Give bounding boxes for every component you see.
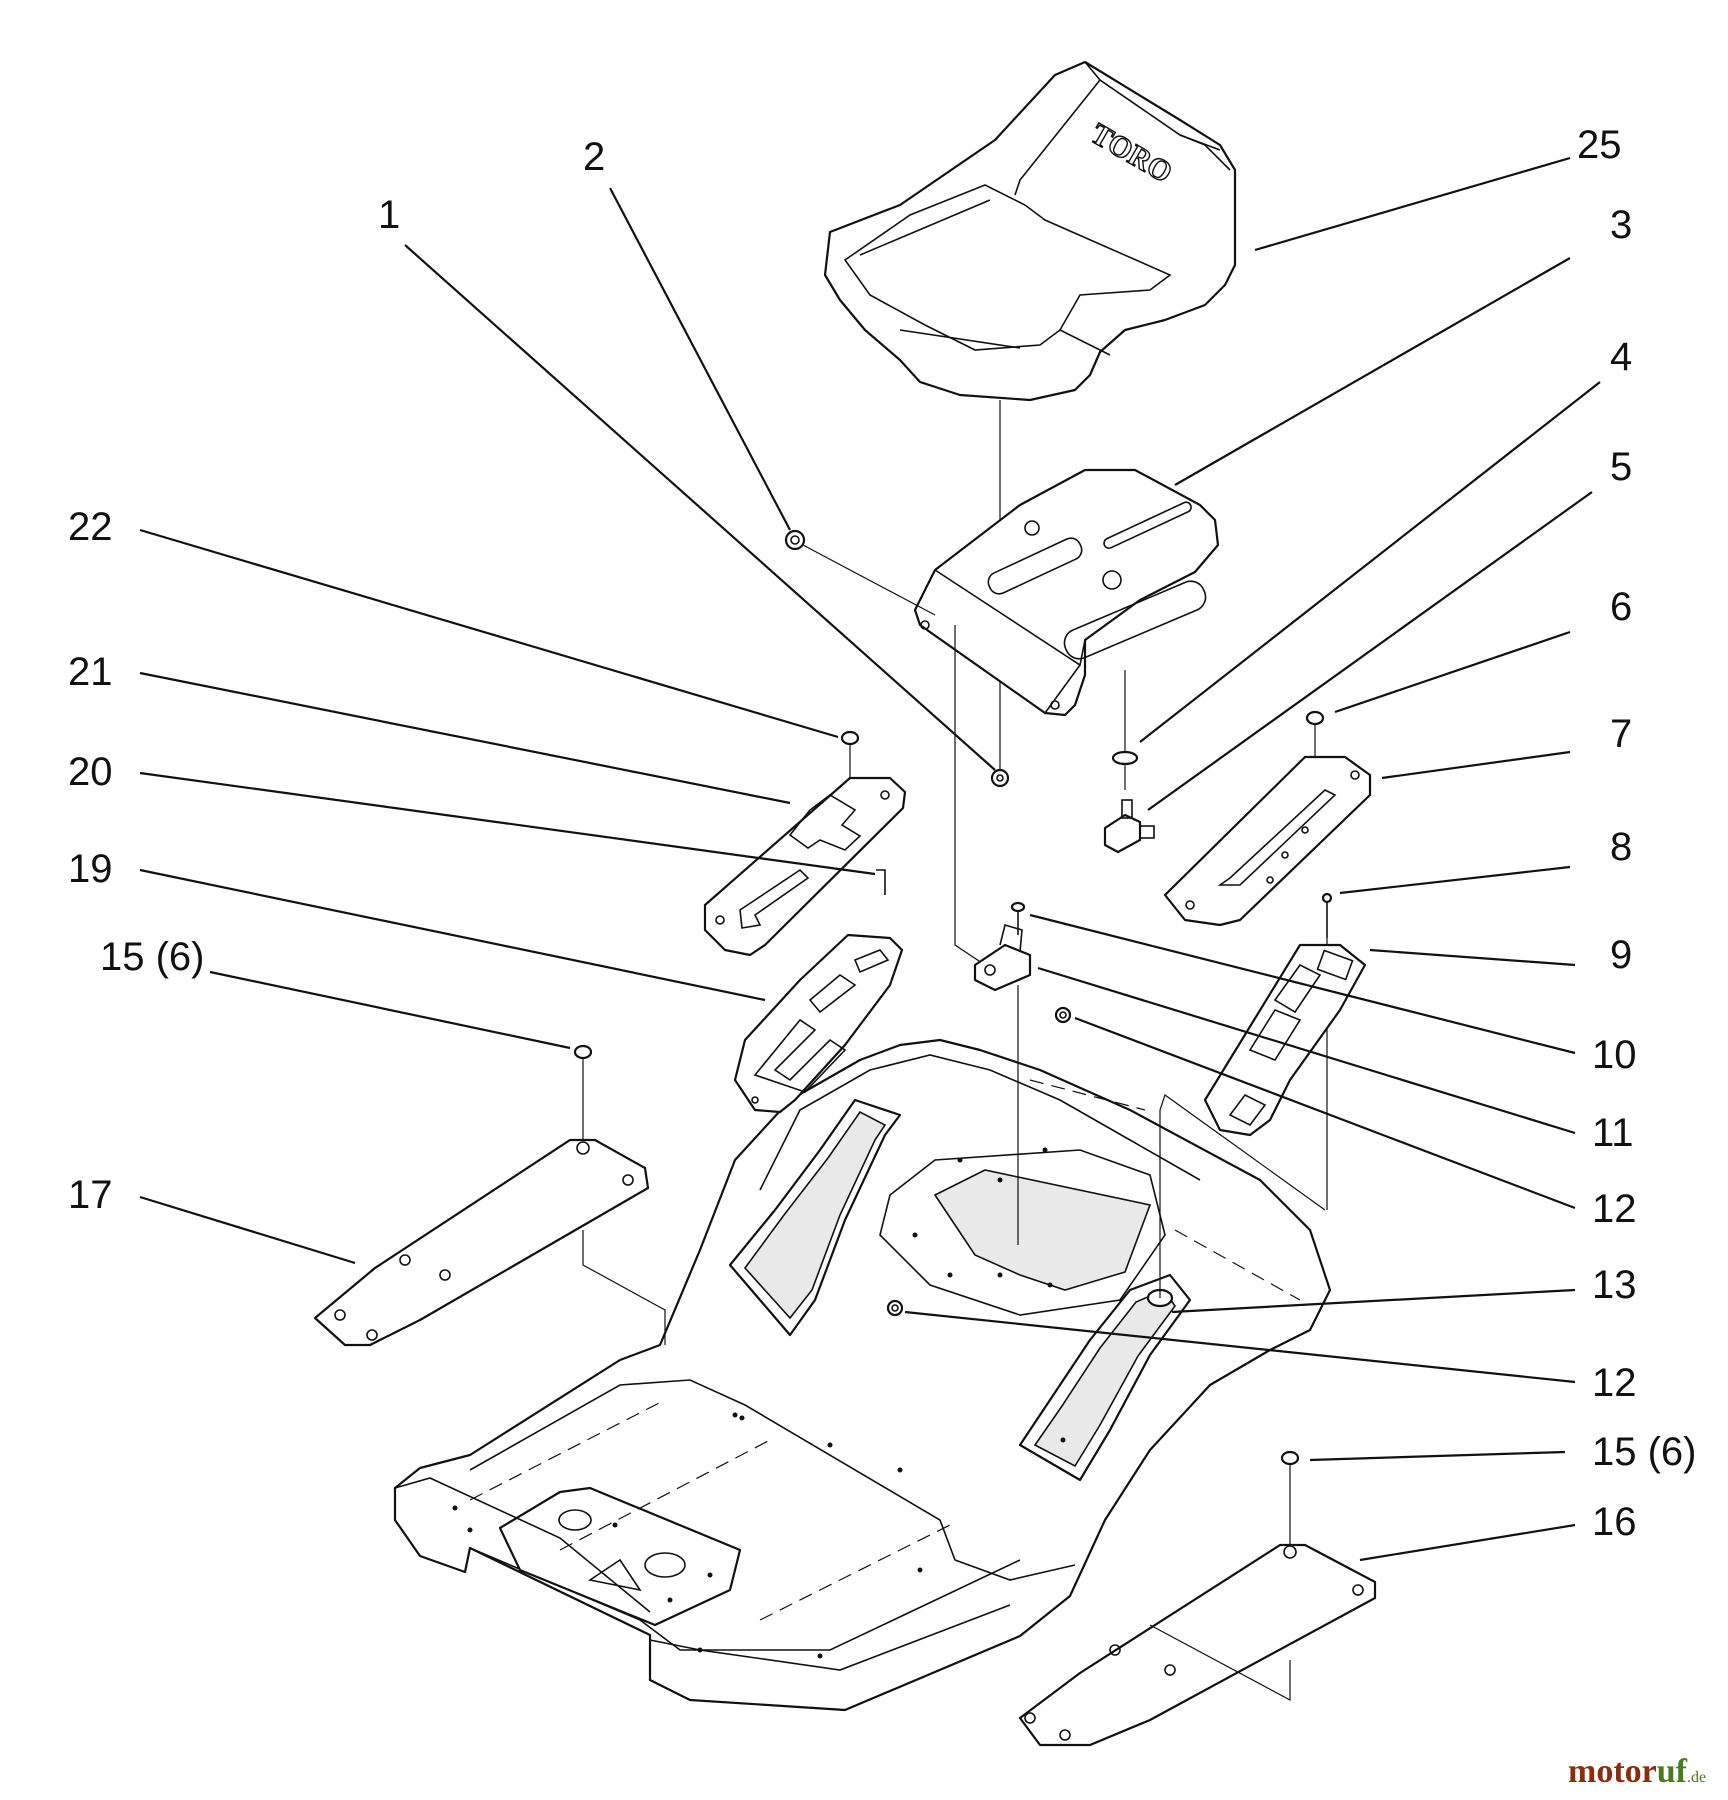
callout-15-left: 15 (6) bbox=[100, 935, 205, 979]
callout-20: 20 bbox=[68, 750, 113, 794]
svg-text:motoruf.de: motoruf.de bbox=[1568, 1753, 1706, 1790]
callout-16: 16 bbox=[1592, 1500, 1637, 1544]
part-6-cap bbox=[1305, 710, 1325, 760]
callout-11: 11 bbox=[1592, 1111, 1634, 1155]
part-2-nut bbox=[784, 529, 936, 616]
watermark-suffix: .de bbox=[1687, 1769, 1706, 1786]
part-7-plate bbox=[1163, 755, 1372, 927]
fender-chassis bbox=[393, 1038, 1332, 1712]
part-16-footplate bbox=[1018, 1543, 1377, 1747]
callout-3: 3 bbox=[1610, 203, 1632, 247]
callout-1: 1 bbox=[378, 193, 400, 237]
callout-12-lower: 12 bbox=[1592, 1361, 1637, 1405]
callout-19: 19 bbox=[68, 847, 113, 891]
part-9-insert bbox=[1203, 943, 1367, 1137]
callout-10: 10 bbox=[1592, 1033, 1637, 1077]
seat: TORO bbox=[823, 60, 1237, 402]
part-19-insert bbox=[733, 933, 904, 1114]
watermark-logo: motoruf.de bbox=[1568, 1753, 1706, 1790]
callout-4: 4 bbox=[1610, 335, 1632, 379]
callout-7: 7 bbox=[1610, 712, 1632, 756]
part-11-bracket bbox=[973, 923, 1032, 1245]
part-15-cap-left bbox=[573, 1044, 593, 1145]
callout-22: 22 bbox=[68, 505, 113, 549]
part-21-plate bbox=[703, 776, 907, 957]
watermark-part1: motor bbox=[1568, 1753, 1657, 1790]
callout-labels: 1 2 25 3 4 5 6 7 8 9 10 11 12 13 12 15 (… bbox=[68, 123, 1697, 1544]
part-8-screw bbox=[1321, 892, 1333, 1210]
callout-25: 25 bbox=[1577, 123, 1622, 167]
callout-9: 9 bbox=[1610, 933, 1632, 977]
callout-17: 17 bbox=[68, 1173, 113, 1217]
seat-pan bbox=[913, 468, 1220, 717]
callout-13: 13 bbox=[1592, 1263, 1637, 1307]
callout-21: 21 bbox=[68, 650, 113, 694]
watermark-part2: uf bbox=[1657, 1753, 1688, 1790]
part-5-switch bbox=[1103, 799, 1155, 854]
part-20-clip bbox=[876, 869, 886, 895]
callout-5: 5 bbox=[1610, 445, 1632, 489]
part-13-hole bbox=[1146, 1110, 1174, 1308]
callout-6: 6 bbox=[1610, 585, 1632, 629]
part-12-lower-nut bbox=[886, 1299, 904, 1317]
leader-lines bbox=[139, 156, 1601, 1562]
callout-12-upper: 12 bbox=[1592, 1187, 1637, 1231]
part-17-footplate bbox=[313, 1138, 666, 1347]
part-12-nut bbox=[1054, 1006, 1072, 1024]
callout-2: 2 bbox=[583, 135, 605, 179]
part-1-nut bbox=[990, 768, 1010, 788]
part-4-washer bbox=[1111, 750, 1139, 790]
part-10-bolt bbox=[1010, 901, 1026, 935]
callout-8: 8 bbox=[1610, 825, 1632, 869]
callout-15-right: 15 (6) bbox=[1592, 1430, 1697, 1474]
part-15-cap-right bbox=[1280, 1450, 1300, 1548]
